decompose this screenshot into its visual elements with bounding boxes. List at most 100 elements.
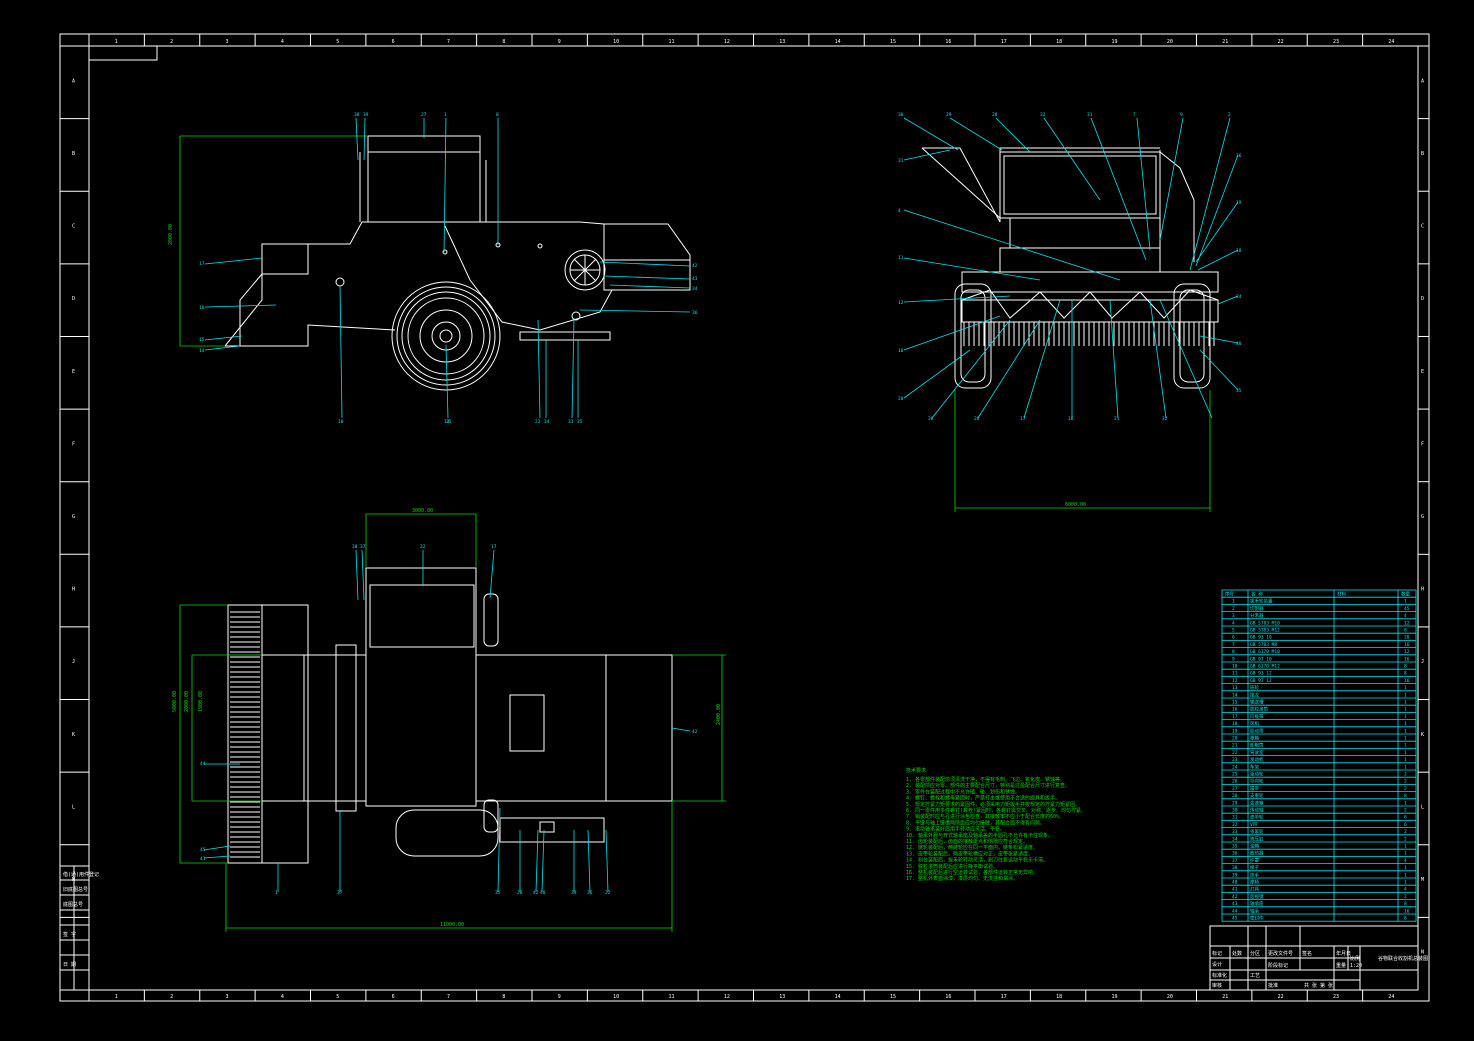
grid-row-label: C [72, 224, 75, 230]
bom-cell: 液压缸 [1250, 835, 1264, 842]
bom-cell: 传动轴 [1250, 807, 1264, 814]
bom-cell: 1 [1404, 750, 1407, 756]
bom-cell: 1 [1232, 599, 1235, 605]
grid-column-label: 8 [502, 39, 505, 45]
notes-title: 技术要求 [906, 767, 926, 774]
grid-column-label: 19 [1111, 994, 1117, 1000]
bom-cell: 2 [1404, 779, 1407, 785]
bom-cell: GB 5783 M12 [1250, 628, 1280, 634]
grid-row-label: D [72, 296, 75, 302]
title-block: 谷物联合收割机总装图 1:20 共 张 第 张 标记处数分区更改文件号签名年月日… [1209, 925, 1428, 991]
bom-cell: 2 [1404, 836, 1407, 842]
part-balloon: 35 [1236, 388, 1242, 394]
grid-column-label: 24 [1388, 994, 1394, 1000]
part-balloon: 35 [495, 890, 501, 896]
grid-row-label: K [1421, 732, 1424, 738]
part-balloon: 11 [898, 255, 904, 261]
part-balloon: 24 [1236, 294, 1242, 300]
bom-cell: 张紧轮 [1250, 828, 1264, 835]
note-line: 12. 链轮装配后，两链轮应在同一平面内，链条松紧适度。 [906, 844, 1038, 851]
part-balloon: 43 [692, 276, 698, 282]
bom-header-cell: 名 称 [1251, 591, 1263, 598]
bom-cell: 5 [1232, 628, 1235, 634]
grid-column-label: 17 [1001, 994, 1007, 1000]
bom-cell: 1 [1404, 872, 1407, 878]
dim-label: 1900.00 [198, 691, 204, 712]
bom-cell: GB 6170 M10 [1250, 649, 1280, 655]
grid-column-label: 3 [225, 39, 228, 45]
part-balloon: 34 [692, 286, 698, 292]
bom-cell: 后视镜 [1250, 893, 1264, 900]
note-line: 1. 各零部件装配前须清洗干净，不得有毛刺、飞边、氧化皮、锈蚀等。 [906, 776, 1065, 783]
bom-cell: 21 [1232, 743, 1238, 749]
grid-column-label: 1 [115, 39, 118, 45]
bom-cell: 脱粒滚筒 [1250, 706, 1268, 713]
part-balloon: 29 [946, 112, 952, 118]
strip-label: 旧底图总号 [63, 886, 88, 893]
grid-row-label: A [72, 78, 75, 84]
drawing-name: 谷物联合收割机总装图 [1378, 955, 1428, 962]
bom-cell: GB 93 10 [1250, 635, 1272, 641]
grid-row-label: H [1421, 587, 1424, 593]
bom-cell: 16 [1404, 908, 1410, 914]
grid-column-label: 11 [668, 994, 674, 1000]
bom-cell: 32 [1232, 822, 1238, 828]
part-balloon: 17 [1020, 416, 1026, 422]
note-line: 7. 销装配时应与孔进行涂色检查，其接触率不应小于配合长度的60%。 [906, 813, 1064, 820]
bom-cell: 10 [1232, 664, 1238, 670]
bom-cell: 17 [1232, 714, 1238, 720]
part-balloon: 16 [1068, 416, 1074, 422]
bom-cell: 1 [1404, 721, 1407, 727]
grid-row-label: E [1421, 369, 1424, 375]
grid-row-label: N [1421, 950, 1424, 956]
title-block-label: 处数 [1232, 950, 1242, 957]
bom-cell: 1 [1404, 800, 1407, 806]
dim-label: 6000.00 [1065, 502, 1086, 508]
title-block-label: 标记 [1212, 950, 1222, 957]
part-balloon: 39 [363, 112, 369, 118]
bom-cell: 切割器 [1250, 605, 1264, 612]
note-line: 4. 螺钉、螺栓和螺母紧固时，严禁打击或使用不合适的旋具和扳手。 [906, 795, 1060, 802]
grid-column-label: 17 [1001, 39, 1007, 45]
bom-cell: 16 [1404, 642, 1410, 648]
grid-column-label: 15 [890, 39, 896, 45]
bom-cell: 12 [1232, 678, 1238, 684]
bom-cell: 31 [1232, 815, 1238, 821]
part-balloon: 16 [199, 305, 205, 311]
note-line: 16. 整机装配后进行空运转试验，各部件运转正常无异响。 [906, 869, 1038, 876]
part-balloon: 45 [200, 847, 206, 853]
drive-wheel [391, 281, 501, 391]
title-block-label: 签名 [1302, 950, 1312, 957]
note-line: 15. 脱粒滚筒装配后应进行静平衡试验。 [906, 863, 998, 870]
title-block-label: 重量 [1336, 962, 1346, 969]
bom-cell: 履带 [1250, 786, 1259, 792]
bom-cell: 7 [1232, 642, 1235, 648]
part-balloon: 42 [692, 263, 698, 269]
bom-cell: 26 [1232, 779, 1238, 785]
bom-cell: 8 [1232, 649, 1235, 655]
bom-cell: 42 [1232, 894, 1238, 900]
part-balloon: 32 [1040, 112, 1046, 118]
part-balloon: 30 [898, 112, 904, 118]
dim-label: 2400.00 [716, 704, 722, 725]
part-balloon: 35 [577, 419, 583, 425]
bom-cell: 29 [1232, 800, 1238, 806]
part-balloon: 26 [974, 416, 980, 422]
part-balloon: 28 [992, 112, 998, 118]
bom-cell: 座椅 [1250, 879, 1259, 886]
grid-column-label: 7 [447, 994, 450, 1000]
left-track [954, 283, 992, 389]
bom-cell: 2 [1404, 772, 1407, 778]
bom-cell: 1 [1404, 707, 1407, 713]
bom-cell: 8 [1404, 916, 1407, 922]
part-balloon: 36 [692, 310, 698, 316]
bom-cell: 35 [1232, 844, 1238, 850]
bom-cell: GB 97 10 [1250, 656, 1272, 662]
strip-label: 底图总号 [63, 901, 83, 908]
part-balloon: 8 [496, 112, 499, 118]
dim-label: 2000.00 [168, 224, 174, 245]
bom-cell: 11 [1232, 671, 1238, 677]
